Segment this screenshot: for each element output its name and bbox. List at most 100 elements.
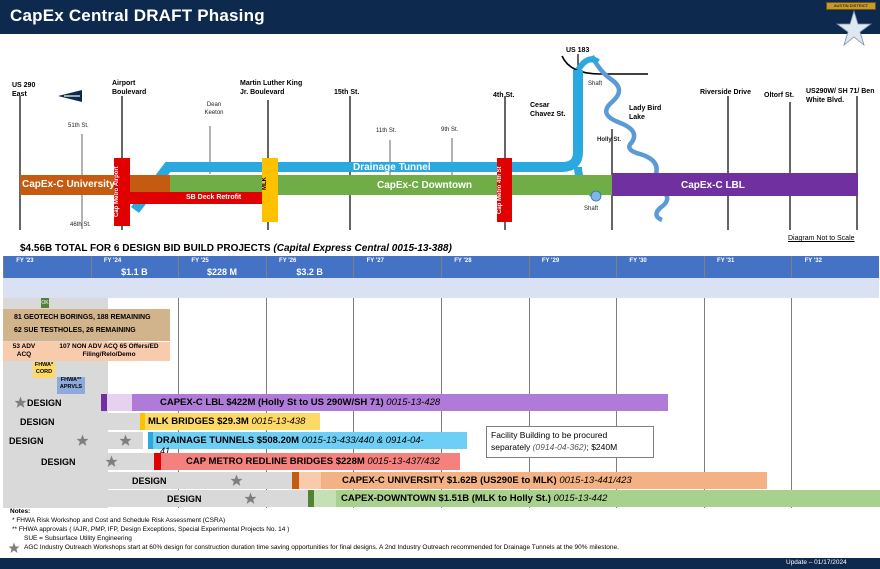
industry-outreach-star-icon bbox=[119, 434, 132, 446]
district-badge: AUSTIN DISTRICT bbox=[826, 2, 876, 10]
label-51st: 51th St. bbox=[68, 123, 89, 129]
fiscal-year-label: FY '29 bbox=[541, 258, 560, 264]
fhwa-aprvls-box: FHWA** APRVLS bbox=[57, 377, 85, 394]
year-divider bbox=[178, 256, 180, 508]
fiscal-year-label: FY '23 bbox=[16, 258, 34, 264]
industry-outreach-star-icon bbox=[230, 474, 243, 486]
year-divider bbox=[353, 256, 355, 508]
label-us290-east: US 290 East bbox=[12, 82, 36, 98]
label-9th: 9th St. bbox=[441, 127, 459, 133]
not-to-scale-note: Diagram Not to Scale bbox=[788, 235, 855, 242]
design-phase-bar bbox=[3, 413, 143, 430]
project-csj: 0015-13-438 bbox=[251, 416, 306, 427]
project-name: MLK BRIDGES $29.3M bbox=[148, 416, 252, 427]
procurement-segment bbox=[140, 413, 145, 430]
project-label: CAPEX-C LBL $422M (Holly St to US 290W/S… bbox=[160, 397, 440, 408]
procurement-segment bbox=[308, 490, 314, 507]
adv-acq-box bbox=[3, 342, 43, 361]
agc-star-icon bbox=[8, 542, 20, 553]
procurement-segment bbox=[292, 472, 299, 489]
label-lady-bird-lake: Lady Bird Lake bbox=[629, 105, 662, 121]
label-oltorf: Oltorf St. bbox=[764, 92, 794, 99]
project-csj: 0015-13-442 bbox=[553, 493, 608, 504]
fiscal-year-label: FY '27 bbox=[366, 258, 384, 264]
adv-acq-text: 53 ADV ACQ bbox=[12, 343, 36, 358]
corridor-map bbox=[19, 54, 858, 230]
design-label: DESIGN bbox=[132, 476, 167, 486]
drainage-tunnel-line bbox=[131, 70, 583, 214]
cap-metro-airport-box bbox=[114, 158, 130, 226]
university-segment bbox=[20, 175, 170, 195]
label-dean-keeton: Dean Keeton bbox=[204, 102, 224, 116]
facility-line-2a: separately bbox=[491, 442, 533, 452]
procurement-segment bbox=[314, 490, 336, 507]
north-arrow-icon bbox=[58, 90, 82, 102]
note-2: ** FHWA approvals ( IAJR, PMP, IFP, Desi… bbox=[12, 526, 290, 533]
design-phase-bar bbox=[30, 472, 292, 489]
fiscal-year-label: FY '30 bbox=[629, 258, 647, 264]
title-bar bbox=[0, 0, 880, 34]
total-italic-text: (Capital Express Central 0015-13-388) bbox=[273, 243, 452, 254]
procurement-segment bbox=[148, 432, 153, 449]
project-name: CAPEX-C LBL $422M (Holly St to US 290W/S… bbox=[160, 397, 387, 408]
year-divider bbox=[703, 256, 705, 508]
label-us290w: US290W/ SH 71/ Ben White Blvd. bbox=[806, 88, 875, 104]
procurement-segment bbox=[299, 472, 321, 489]
industry-outreach-star-icon bbox=[76, 434, 89, 446]
project-csj-continued: 41 bbox=[160, 446, 171, 456]
label-46th: 46th St. bbox=[70, 222, 91, 228]
project-csj: 0015-13-441/423 bbox=[559, 475, 632, 486]
segment-label-downtown: CapEx-C Downtown bbox=[377, 180, 472, 191]
note-1: * FHWA Risk Workshop and Cost and Schedu… bbox=[12, 517, 226, 524]
facility-line-1: Facility Building to be procured bbox=[491, 430, 608, 440]
project-label: CAP METRO REDLINE BRIDGES $228M 0015-13-… bbox=[186, 456, 440, 467]
label-holly: Holly St. bbox=[597, 137, 622, 143]
sb-deck-retrofit-bar bbox=[130, 192, 270, 204]
project-name: CAP METRO REDLINE BRIDGES $228M bbox=[186, 456, 368, 467]
industry-outreach-star-icon bbox=[105, 455, 118, 467]
non-adv-acq-text: 107 NON ADV ACQ 65 Offers/ED Filing/Relo… bbox=[59, 343, 159, 358]
mlk-box bbox=[262, 158, 278, 222]
design-label: DESIGN bbox=[167, 494, 202, 504]
shaft-bottom-marker bbox=[590, 190, 602, 202]
label-15th: 15th St. bbox=[334, 89, 360, 96]
fiscal-year-label: FY '32 bbox=[804, 258, 822, 264]
fiscal-year-label: FY '24 bbox=[103, 258, 122, 264]
label-airport: Airport Boulevard bbox=[112, 80, 147, 96]
project-label: MLK BRIDGES $29.3M 0015-13-438 bbox=[148, 416, 305, 427]
fiscal-year-amount: $1.1 B bbox=[121, 267, 148, 277]
label-us183: US 183 bbox=[566, 47, 590, 54]
non-adv-acq-box bbox=[43, 342, 170, 361]
page-title: CapEx Central DRAFT Phasing bbox=[10, 6, 265, 25]
project-label: CAPEX-DOWNTOWN $1.51B (MLK to Holly St.)… bbox=[341, 493, 607, 504]
project-csj: 0015-13-428 bbox=[386, 397, 441, 408]
month-strip bbox=[3, 278, 879, 298]
project-name: DRAINAGE TUNNELS $508.20M bbox=[156, 435, 302, 446]
procurement-segment bbox=[107, 394, 132, 411]
industry-outreach-star-icon bbox=[244, 492, 257, 504]
construction-bar bbox=[336, 490, 880, 507]
construction-bar bbox=[321, 472, 767, 489]
project-name: CAPEX-C UNIVERSITY $1.62B (US290E to MLK… bbox=[342, 475, 560, 486]
label-11th: 11th St. bbox=[376, 128, 397, 134]
segment-label-sb-deck: SB Deck Retrofit bbox=[186, 194, 242, 201]
total-summary: $4.56B TOTAL FOR 6 DESIGN BID BUILD PROJ… bbox=[20, 243, 452, 254]
fiscal-year-label: FY '25 bbox=[191, 258, 209, 264]
facility-amount: ; $240M bbox=[586, 442, 618, 452]
design-label: DESIGN bbox=[41, 457, 76, 467]
design-phase-bar bbox=[3, 453, 154, 470]
lady-bird-lake-river bbox=[589, 54, 670, 223]
lbl-segment bbox=[612, 173, 858, 196]
year-divider bbox=[528, 256, 530, 508]
project-name: CAPEX-DOWNTOWN $1.51B (MLK to Holly St.) bbox=[341, 493, 554, 504]
project-csj: 0015-13-433/440 & 0914-04- bbox=[301, 435, 424, 446]
design-label: DESIGN bbox=[20, 417, 55, 427]
construction-bar bbox=[161, 453, 460, 470]
design-label: DESIGN bbox=[9, 436, 44, 446]
procurement-segment bbox=[154, 453, 161, 470]
label-shaft-bottom: Shaft bbox=[584, 206, 599, 212]
segment-label-cap-metro-4th: Cap Metro 4th St bbox=[497, 166, 503, 214]
project-label: CAPEX-C UNIVERSITY $1.62B (US290E to MLK… bbox=[342, 475, 632, 486]
year-divider bbox=[791, 256, 793, 508]
note-4: AGC Industry Outreach Workshops start at… bbox=[24, 544, 619, 551]
